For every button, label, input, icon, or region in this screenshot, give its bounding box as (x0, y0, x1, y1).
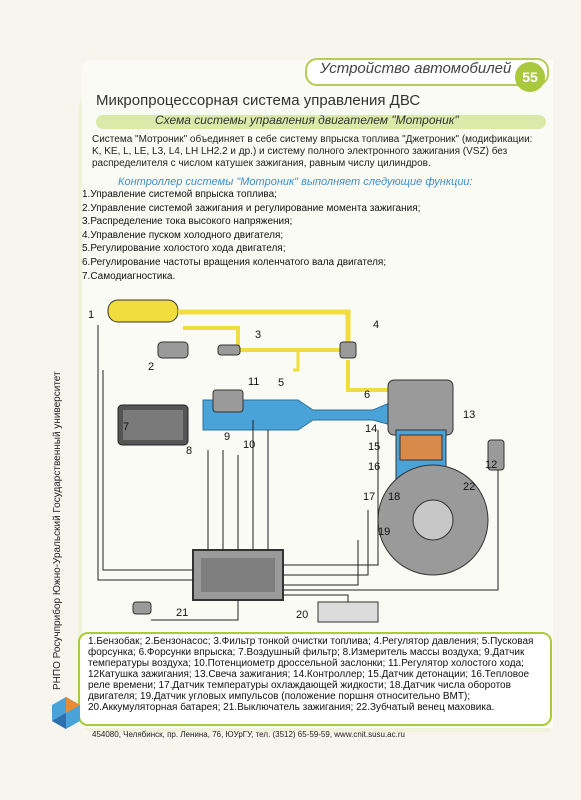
fuel-return-line (183, 326, 348, 352)
idle-regulator (212, 389, 244, 413)
callout-3: 3 (255, 329, 261, 341)
function-item: 1.Управление системой впрыска топлива; (82, 189, 277, 200)
function-item: 3.Распределение тока высокого напряжения… (82, 216, 293, 228)
logo-icon (52, 697, 80, 729)
air-filter-core (123, 410, 183, 440)
section-title: Устройство автомобилей (320, 60, 512, 77)
fuel-rail-line (346, 360, 388, 392)
callout-10: 10 (243, 439, 255, 451)
callout-20: 20 (296, 609, 308, 621)
legend-line: 20.Аккумуляторная батарея; 21.Выключател… (88, 702, 495, 713)
legend-line: форсунка; 6.Форсунки впрыска; 7.Воздушны… (88, 647, 525, 658)
legend-line: двигателя; 19.Датчик угловых импульсов (… (88, 691, 471, 702)
function-item: 4.Управление пуском холодного двигателя; (82, 229, 284, 241)
fuel-pump (157, 341, 189, 359)
ignition-coil (487, 439, 505, 471)
callout-14: 14 (365, 423, 377, 435)
legend: 1.Бензобак; 2.Бензонасос; 3.Фильтр тонко… (88, 636, 543, 713)
callout-16: 16 (368, 461, 380, 473)
page-number: 55 (515, 62, 545, 92)
legend-line: 12Катушка зажигания; 13.Свеча зажигания;… (88, 669, 530, 680)
callout-22: 22 (463, 481, 475, 493)
functions-title: Контроллер системы "Мотроник" выполняет … (118, 176, 473, 188)
callout-19: 19 (378, 526, 390, 538)
callout-8: 8 (186, 445, 192, 457)
side-caption: РНПО Росучприбор Южно-Уральский Государс… (52, 371, 63, 690)
legend-line: температуры воздуха; 10.Потенциометр дро… (88, 658, 524, 669)
callout-15: 15 (368, 441, 380, 453)
callout-9: 9 (224, 431, 230, 443)
callout-1: 1 (88, 309, 94, 321)
page-title: Микропроцессорная система управления ДВС (96, 92, 421, 109)
ignition-switch (132, 601, 152, 615)
legend-line: 1.Бензобак; 2.Бензонасос; 3.Фильтр тонко… (88, 636, 534, 647)
fuel-filter (217, 344, 241, 356)
callout-11: 11 (248, 376, 259, 388)
function-item: 7.Самодиагностика. (82, 270, 176, 282)
fuel-tank (107, 299, 179, 323)
callout-18: 18 (388, 491, 400, 503)
piston (399, 434, 443, 461)
pressure-regulator (339, 341, 357, 359)
battery (317, 601, 379, 623)
diagram-subtitle: Схема системы управления двигателем "Мот… (155, 113, 459, 127)
function-item: 2.Управление системой зажигания и регули… (82, 202, 421, 214)
callout-21: 21 (176, 607, 188, 619)
callout-5: 5 (278, 377, 284, 389)
section-band (305, 58, 549, 86)
callout-6: 6 (364, 389, 370, 401)
legend-box (78, 632, 552, 726)
callout-2: 2 (148, 361, 154, 373)
function-item: 6.Регулирование частоты вращения коленча… (82, 256, 387, 268)
callout-4: 4 (373, 319, 379, 331)
footer-address: 454080, Челябинск, пр. Ленина, 76, ЮУрГУ… (92, 730, 405, 739)
controller-board (201, 558, 275, 592)
subtitle-bar (96, 115, 546, 129)
callout-7: 7 (123, 421, 129, 433)
wiring (97, 325, 499, 621)
legend-line: реле времени; 17.Датчик температуры охла… (88, 680, 511, 691)
function-item: 5.Регулирование холостого хода двигателя… (82, 243, 286, 255)
callout-13: 13 (463, 409, 475, 421)
functions-list: 1.Управление системой впрыска топлива; 2… (82, 188, 420, 283)
callout-12: 12 (485, 459, 497, 471)
intro-paragraph: Система "Мотроник" объединяет в себе сис… (92, 134, 533, 169)
start-injector-line (293, 350, 300, 372)
callout-17: 17 (363, 491, 375, 503)
crankshaft (412, 499, 454, 541)
cylinder-head (387, 379, 454, 436)
fuel-line (178, 309, 351, 345)
